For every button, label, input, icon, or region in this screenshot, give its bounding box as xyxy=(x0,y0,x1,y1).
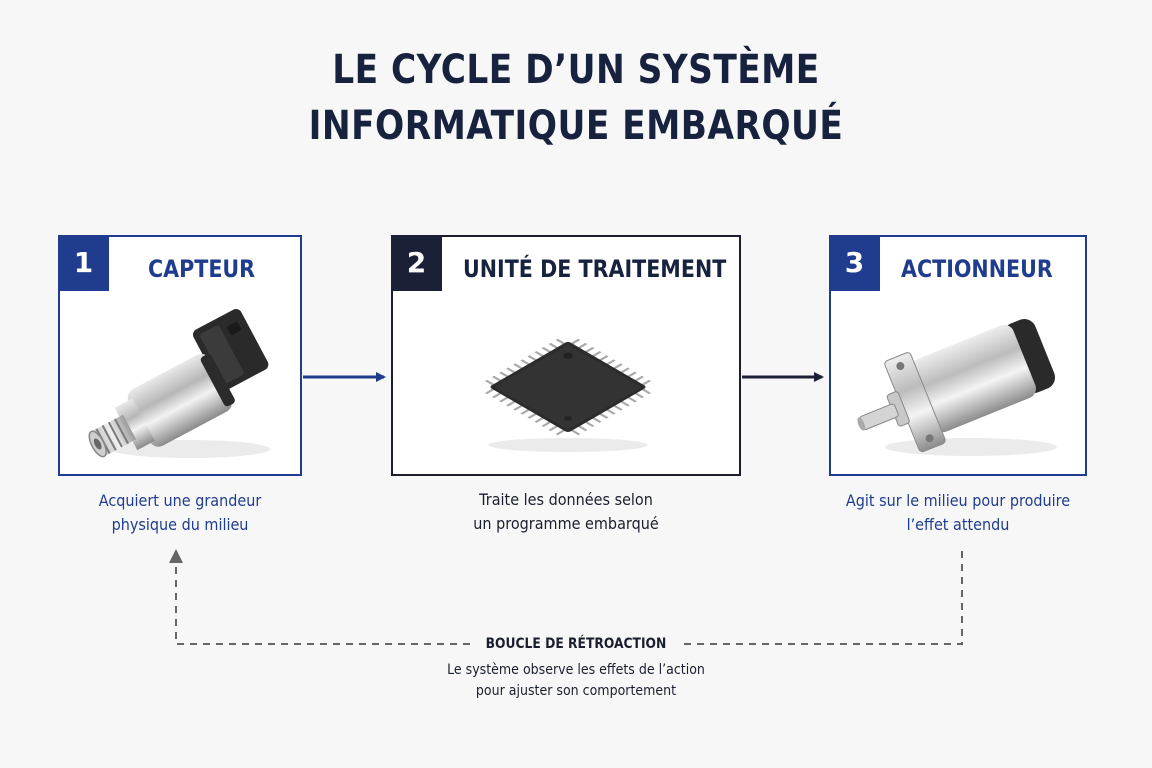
step-card-processor: 2 UNITÉ DE TRAITEMENT xyxy=(391,235,741,476)
step-number: 2 xyxy=(391,235,442,291)
step-description-actuator: Agit sur le milieu pour produire l’effet… xyxy=(845,491,1071,534)
title-line-2: INFORMATIQUE EMBARQUÉ xyxy=(308,103,844,149)
pressure-sensor-icon xyxy=(88,309,270,458)
step-number: 1 xyxy=(58,235,109,291)
feedback-loop-path xyxy=(169,549,963,645)
feedback-loop-label: BOUCLE DE RÉTROACTION xyxy=(470,634,682,654)
step-card-sensor: 1 CAPTEUR xyxy=(58,235,302,476)
title-line-1: LE CYCLE D’UN SYSTÈME xyxy=(332,47,820,93)
step-title: ACTIONNEUR xyxy=(901,255,1053,283)
step-card-actuator: 3 ACTIONNEUR xyxy=(829,235,1087,476)
feedback-loop-description: Le système observe les effets de l’actio… xyxy=(447,662,705,699)
electric-motor-icon xyxy=(857,319,1057,456)
page-title: LE CYCLE D’UN SYSTÈME INFORMATIQUE EMBAR… xyxy=(81,42,1072,154)
step-number: 3 xyxy=(829,235,880,291)
step-description-processor: Traite les données selon un programme em… xyxy=(473,490,659,533)
feedback-arrowhead xyxy=(169,549,183,563)
step-description-sensor: Acquiert une grandeur physique du milieu xyxy=(98,491,262,534)
step-title: UNITÉ DE TRAITEMENT xyxy=(463,255,727,283)
microcontroller-chip-icon xyxy=(484,338,652,452)
step-title: CAPTEUR xyxy=(148,255,256,283)
